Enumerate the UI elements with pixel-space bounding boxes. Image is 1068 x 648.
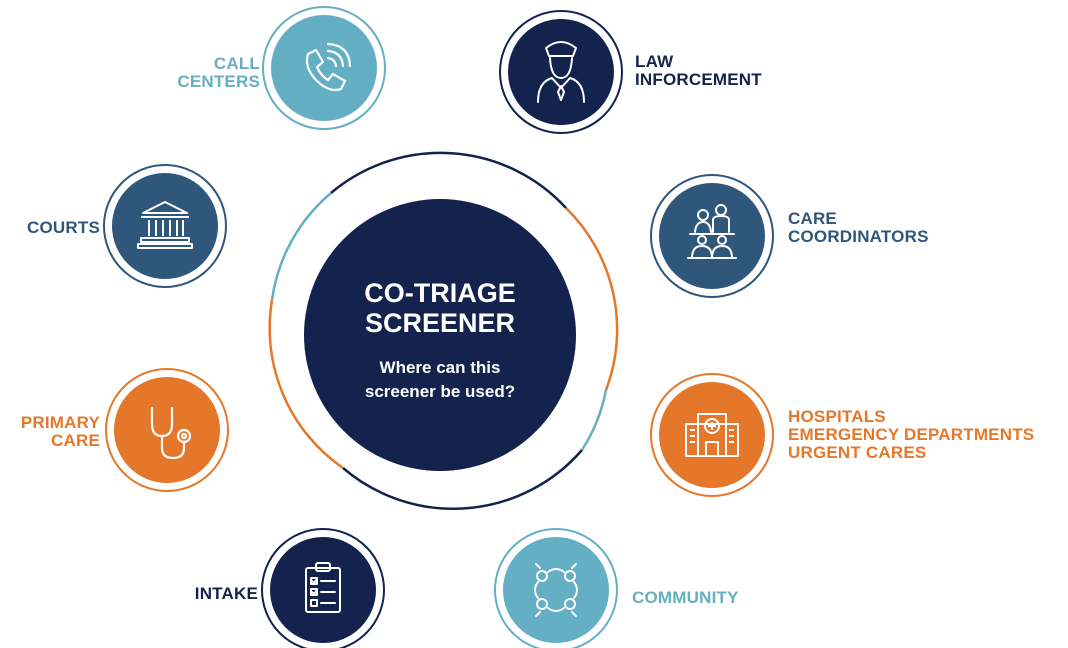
center-title-line-2: SCREENER (364, 308, 516, 338)
node-law-enforcement (499, 10, 623, 134)
label-primary-care-line-1: PRIMARY (20, 413, 100, 432)
label-courts: COURTS (0, 219, 100, 237)
node-courts-disc (112, 173, 218, 279)
node-courts (103, 164, 227, 288)
courthouse-icon (137, 201, 193, 249)
center-subtitle-line-1: Where can this (379, 358, 501, 377)
node-hospitals (650, 373, 774, 497)
node-community-disc (503, 537, 609, 643)
label-community-line-1: COMMUNITY (632, 588, 739, 607)
hospital-building-icon (685, 413, 739, 457)
label-call-centers-line-2: CENTERS (177, 72, 260, 91)
center-subtitle: Where can this screener be used? (340, 356, 540, 404)
label-call-centers-line-1: CALL (213, 54, 260, 73)
outer-ring-arc-navy-top (330, 151, 567, 209)
phone-icon (305, 42, 352, 92)
node-community (494, 528, 618, 648)
label-hospitals-line-3: URGENT CARES (788, 443, 927, 462)
label-care-coordinators-line-2: COORDINATORS (788, 227, 929, 246)
label-law-enforcement-line-2: INFORCEMENT (635, 70, 762, 89)
node-intake-disc (270, 537, 376, 643)
node-care-coordinators (650, 174, 774, 298)
label-care-coordinators: CARE COORDINATORS (788, 210, 988, 246)
outer-ring-arc-navy (342, 449, 583, 510)
label-primary-care: PRIMARY CARE (0, 414, 100, 450)
label-hospitals: HOSPITALS EMERGENCY DEPARTMENTS URGENT C… (788, 408, 1066, 462)
meeting-people-icon (687, 204, 737, 259)
outer-ring-arc-light-blue-left (270, 192, 332, 301)
node-law-enforcement-disc (508, 19, 614, 125)
label-intake: INTAKE (150, 585, 258, 603)
node-primary-care-disc (114, 377, 220, 483)
center-subtitle-line-2: screener be used? (364, 382, 516, 401)
node-call-centers-disc (271, 15, 377, 121)
police-officer-icon (537, 41, 585, 103)
node-primary-care (105, 368, 229, 492)
community-network-icon (534, 563, 578, 617)
outer-ring (268, 151, 619, 510)
node-intake (261, 528, 385, 648)
clipboard-checklist-icon (305, 562, 341, 613)
outer-ring-arc-orange-right (565, 207, 619, 391)
outer-ring-arc-light-blue-right (580, 389, 608, 451)
label-intake-line-1: INTAKE (194, 584, 258, 603)
label-primary-care-line-2: CARE (51, 431, 100, 450)
label-law-enforcement-line-1: LAW (635, 52, 674, 71)
node-care-coordinators-disc (659, 183, 765, 289)
label-courts-line-1: COURTS (27, 218, 100, 237)
label-hospitals-line-1: HOSPITALS (788, 407, 886, 426)
center-title-line-1: CO-TRIAGE (364, 278, 516, 308)
label-law-enforcement: LAW INFORCEMENT (635, 53, 835, 89)
node-hospitals-disc (659, 382, 765, 488)
center-title: CO-TRIAGE SCREENER (340, 278, 540, 338)
outer-ring-arc-orange-left (268, 299, 344, 470)
label-care-coordinators-line-1: CARE (788, 209, 837, 228)
label-call-centers: CALL CENTERS (140, 55, 260, 91)
stethoscope-icon (150, 406, 192, 460)
center-circle (304, 199, 576, 471)
label-community: COMMUNITY (632, 589, 832, 607)
label-hospitals-line-2: EMERGENCY DEPARTMENTS (788, 425, 1035, 444)
node-call-centers (262, 6, 386, 130)
